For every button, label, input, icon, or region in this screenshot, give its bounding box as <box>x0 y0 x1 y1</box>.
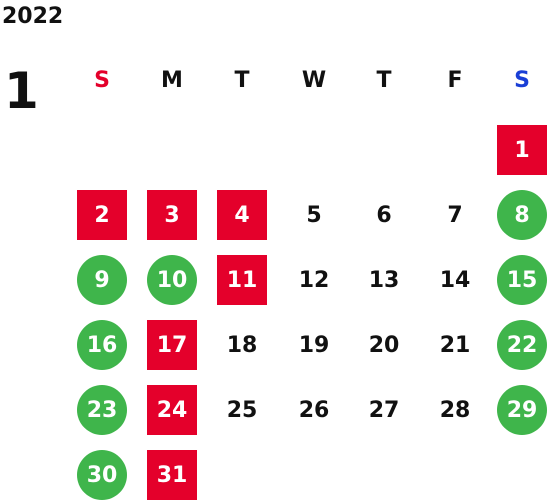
day-cell-10[interactable]: 10 <box>147 255 197 305</box>
day-cell-18[interactable]: 18 <box>226 332 258 358</box>
weekday-4: T <box>376 68 392 93</box>
day-cell-23[interactable]: 23 <box>77 385 127 435</box>
day-cell-26[interactable]: 26 <box>298 397 330 423</box>
year-label: 2022 <box>2 4 64 29</box>
day-cell-8[interactable]: 8 <box>497 190 547 240</box>
day-cell-13[interactable]: 13 <box>368 267 400 293</box>
day-cell-21[interactable]: 21 <box>439 332 471 358</box>
day-cell-5[interactable]: 5 <box>306 202 322 228</box>
day-cell-9[interactable]: 9 <box>77 255 127 305</box>
weekday-0: S <box>94 68 110 93</box>
weekday-5: F <box>447 68 463 93</box>
day-cell-30[interactable]: 30 <box>77 450 127 500</box>
day-cell-7[interactable]: 7 <box>447 202 463 228</box>
day-cell-20[interactable]: 20 <box>368 332 400 358</box>
day-cell-3[interactable]: 3 <box>147 190 197 240</box>
day-cell-12[interactable]: 12 <box>298 267 330 293</box>
day-cell-25[interactable]: 25 <box>226 397 258 423</box>
day-cell-1[interactable]: 1 <box>497 125 547 175</box>
day-cell-2[interactable]: 2 <box>77 190 127 240</box>
day-cell-29[interactable]: 29 <box>497 385 547 435</box>
weekday-2: T <box>234 68 250 93</box>
weekday-3: W <box>301 68 327 93</box>
day-cell-6[interactable]: 6 <box>376 202 392 228</box>
weekday-1: M <box>161 68 183 93</box>
day-cell-19[interactable]: 19 <box>298 332 330 358</box>
day-cell-28[interactable]: 28 <box>439 397 471 423</box>
weekday-6: S <box>514 68 530 93</box>
day-cell-4[interactable]: 4 <box>217 190 267 240</box>
day-cell-24[interactable]: 24 <box>147 385 197 435</box>
day-cell-15[interactable]: 15 <box>497 255 547 305</box>
day-cell-22[interactable]: 22 <box>497 320 547 370</box>
day-cell-14[interactable]: 14 <box>439 267 471 293</box>
day-cell-16[interactable]: 16 <box>77 320 127 370</box>
day-cell-11[interactable]: 11 <box>217 255 267 305</box>
day-cell-27[interactable]: 27 <box>368 397 400 423</box>
day-cell-31[interactable]: 31 <box>147 450 197 500</box>
month-number: 1 <box>4 62 39 120</box>
day-cell-17[interactable]: 17 <box>147 320 197 370</box>
